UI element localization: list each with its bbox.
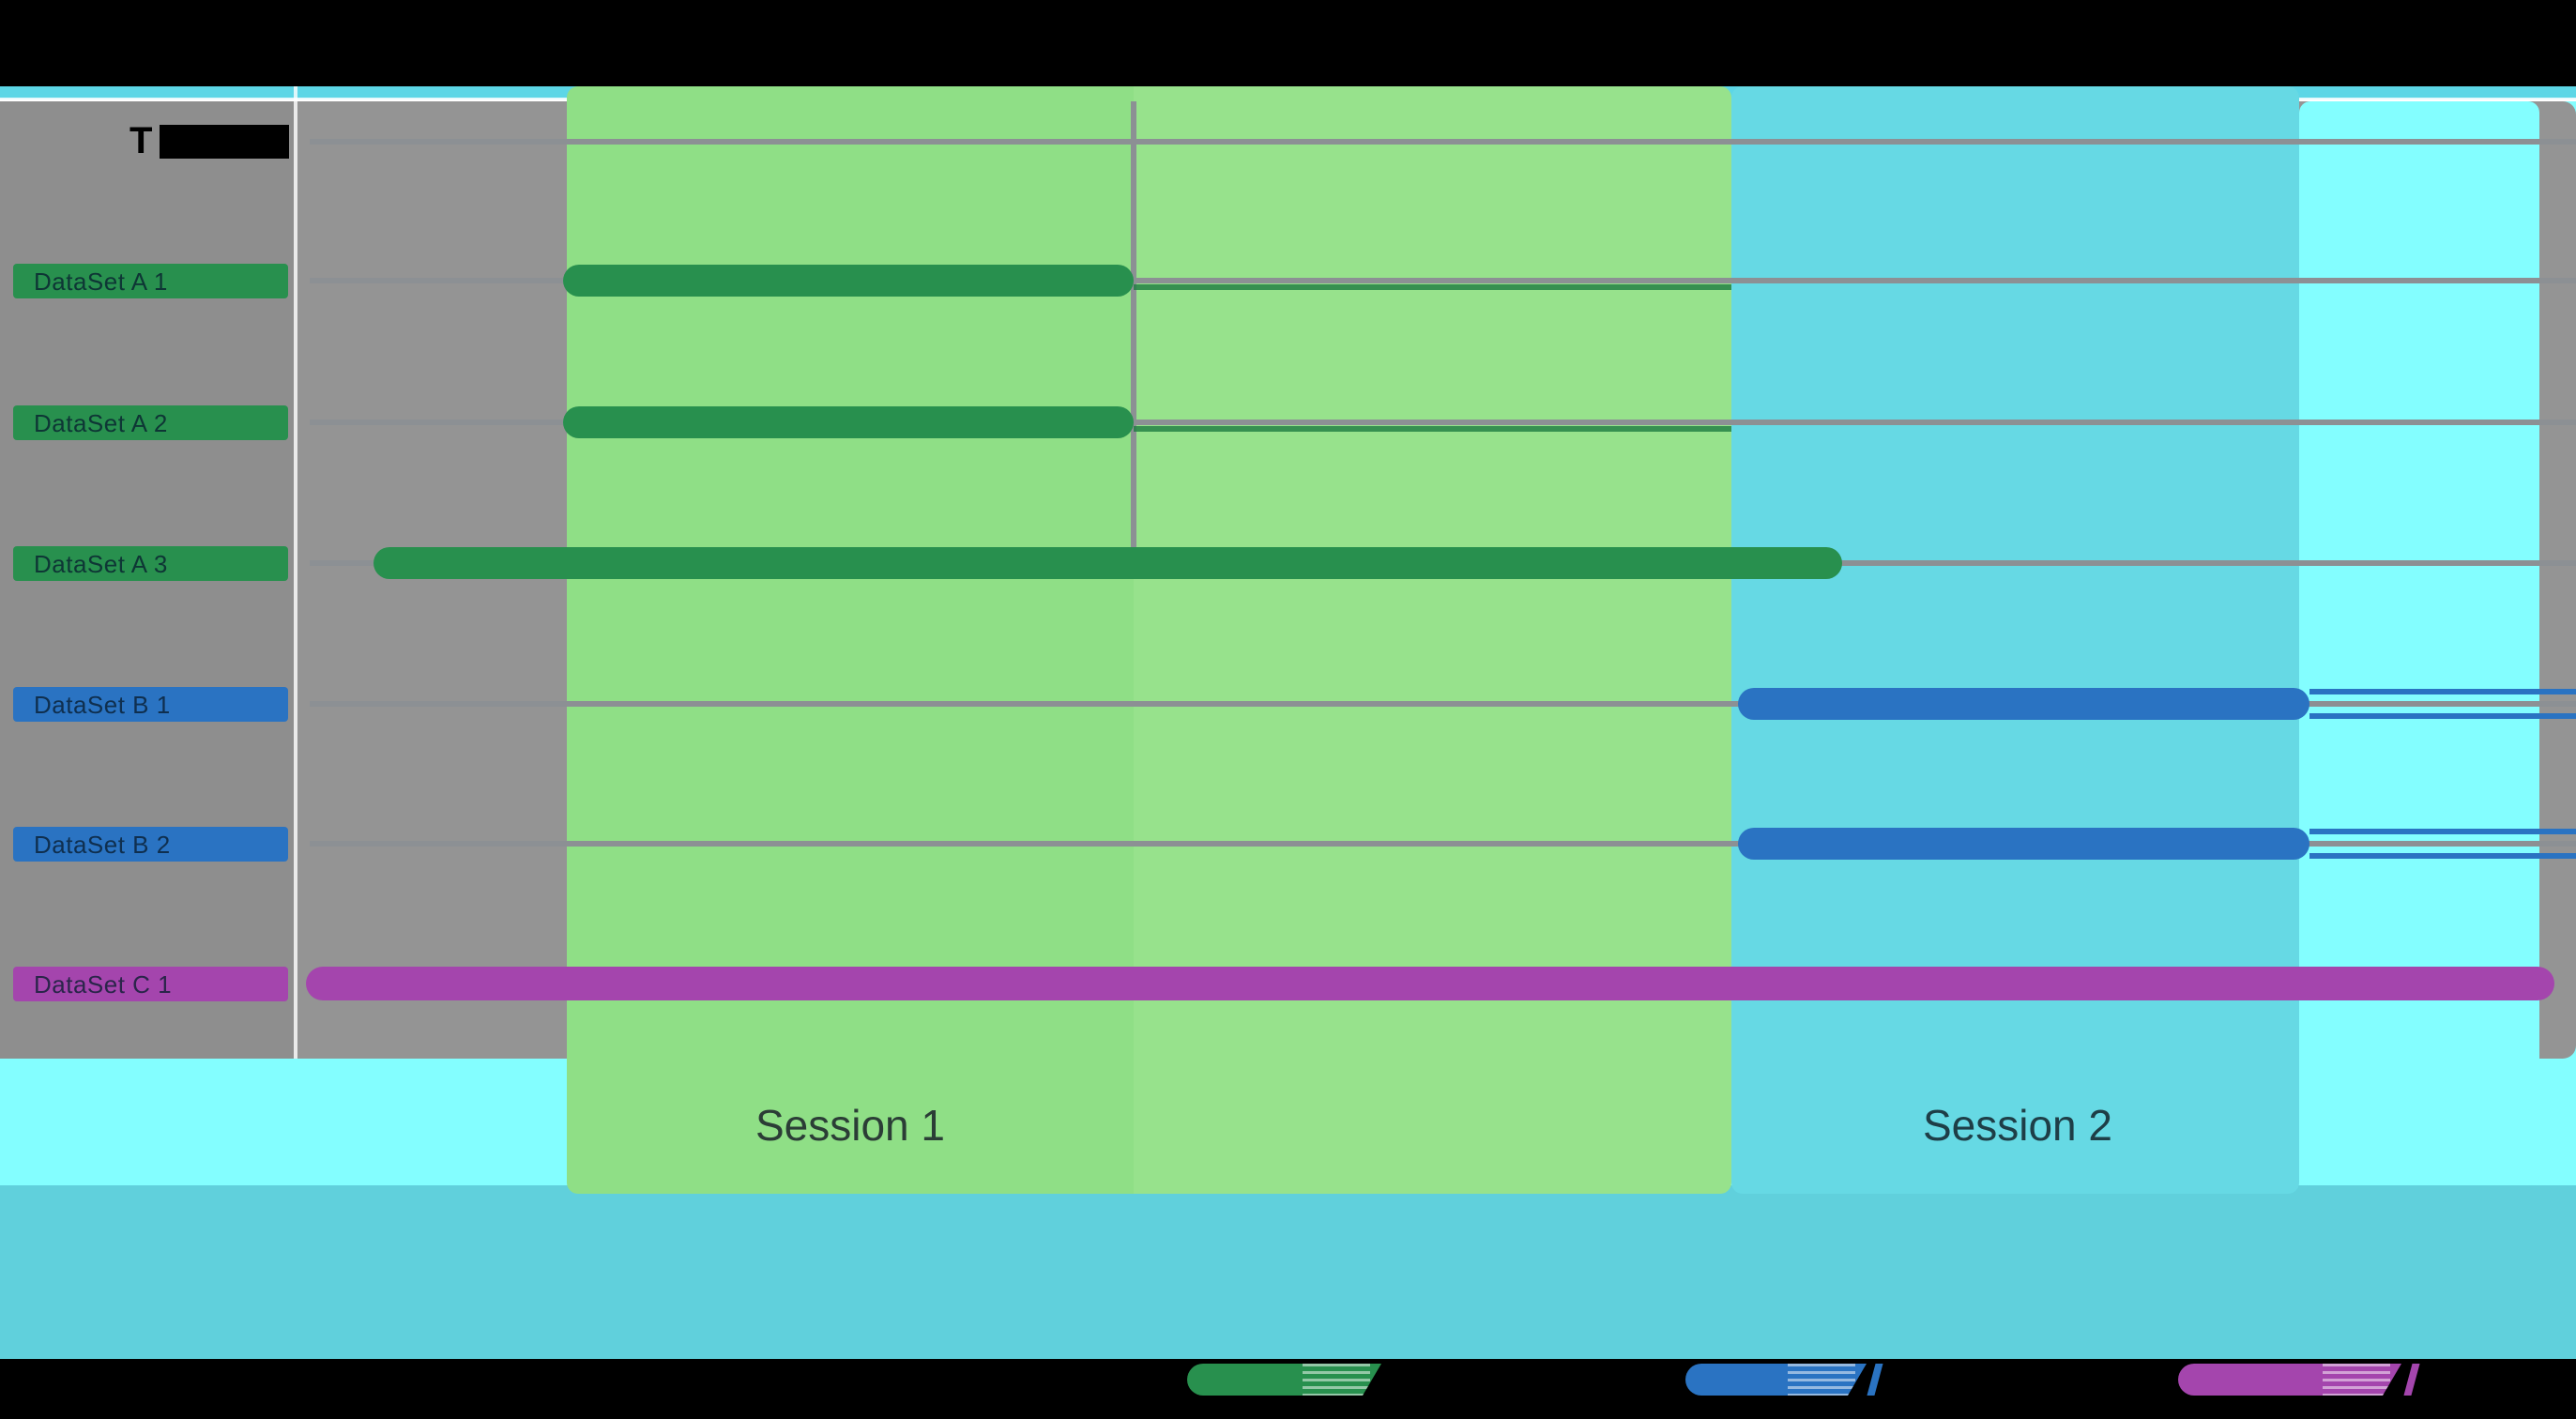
gridline-horizontal <box>310 701 2576 707</box>
gridline-horizontal <box>310 420 2576 425</box>
session-2-label: Session 2 <box>1922 1101 2112 1150</box>
tasks-column-header: T <box>130 120 153 161</box>
top-black-bar <box>0 0 2576 86</box>
row-label: DataSet B 1 <box>34 691 171 719</box>
bar-trail-edge <box>2309 689 2576 694</box>
legend-swatch-c <box>2178 1364 2401 1396</box>
bar-trail-edge <box>2309 853 2576 859</box>
row-label: DataSet C 1 <box>34 970 173 999</box>
session-band-3 <box>2299 101 2539 1185</box>
row-label-chip: DataSet B 1 <box>13 687 288 722</box>
bar-trail-underline <box>1134 426 1731 432</box>
legend-swatch-a <box>1187 1364 1381 1396</box>
gantt-bar <box>306 967 2554 1000</box>
gantt-bar <box>1738 688 2309 720</box>
row-label-chip: DataSet A 1 <box>13 264 288 298</box>
bar-trail-underline <box>1134 284 1731 290</box>
row-label: DataSet B 2 <box>34 831 171 859</box>
session-band-2 <box>1731 86 2299 1194</box>
row-label-chip: DataSet A 3 <box>13 546 288 581</box>
bar-trail-edge <box>2309 829 2576 834</box>
row-label: DataSet A 1 <box>34 267 168 296</box>
row-label: DataSet A 3 <box>34 550 168 578</box>
header-redaction-box <box>160 125 289 159</box>
session-1-label: Session 1 <box>755 1101 945 1150</box>
gantt-bar <box>1738 828 2309 860</box>
gridline-vertical <box>1131 101 1136 563</box>
gridline-horizontal <box>310 841 2576 847</box>
legend-swatch-stripes <box>2323 1364 2390 1396</box>
legend-swatch-b <box>1685 1364 1867 1396</box>
legend-swatch-stripes <box>1788 1364 1855 1396</box>
row-label-chip: DataSet A 2 <box>13 405 288 440</box>
bar-trail-edge <box>2309 713 2576 719</box>
row-label: DataSet A 2 <box>34 409 168 437</box>
session-band-1 <box>567 86 1731 1194</box>
gridline-horizontal <box>310 278 2576 283</box>
legend-swatch-stripes <box>1303 1364 1370 1396</box>
row-label-chip: DataSet B 2 <box>13 827 288 862</box>
gantt-bar <box>563 265 1134 297</box>
gantt-bar <box>373 547 1842 579</box>
row-label-chip: DataSet C 1 <box>13 967 288 1001</box>
label-column-divider <box>294 86 297 1059</box>
gantt-bar <box>563 406 1134 438</box>
gridline-horizontal <box>310 139 2576 145</box>
bottom-cyan-strip <box>0 1185 2576 1360</box>
